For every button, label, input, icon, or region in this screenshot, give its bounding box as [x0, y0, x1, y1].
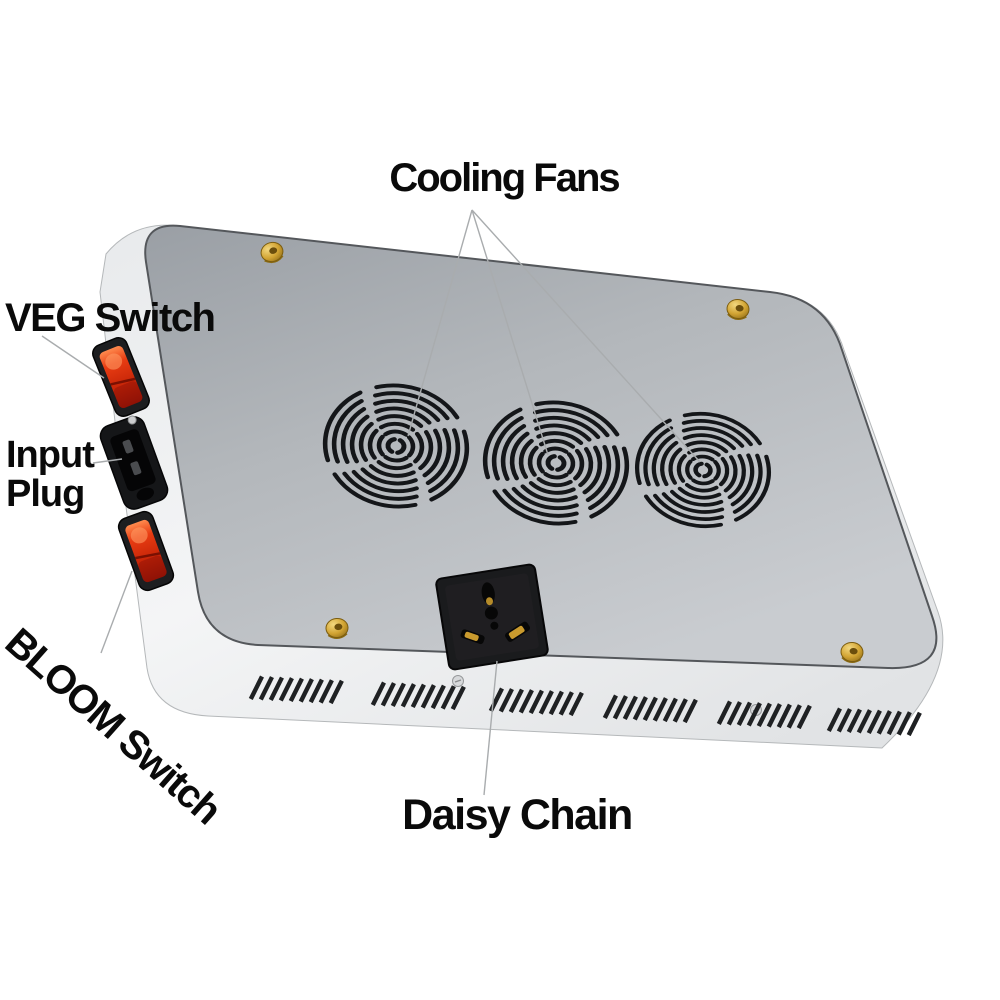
callout-lines [41, 209, 701, 796]
input-plug-label-line1: Input [6, 434, 95, 476]
device-top-panel [144, 224, 938, 670]
veg-switch-label: VEG Switch [5, 296, 216, 340]
cooling-fans-label: Cooling Fans [389, 156, 620, 200]
callout-line-fan-2 [471, 209, 549, 456]
callout-line-input-plug [92, 458, 123, 464]
callout-line-veg-switch [41, 335, 105, 379]
daisy-chain-label: Daisy Chain [402, 791, 633, 839]
callout-line-daisy-chain [483, 660, 498, 796]
silver-screw-1 [451, 674, 465, 688]
input-plug-label-line2: Plug [6, 473, 85, 515]
callout-line-bloom-switch [100, 570, 133, 654]
callout-line-fan-1 [407, 209, 473, 437]
daisy-chain-outlet [435, 563, 549, 671]
input-plug-label: Input Plug [6, 434, 95, 515]
ac-input-plug [99, 415, 169, 510]
callout-line-fan-3 [471, 209, 701, 463]
